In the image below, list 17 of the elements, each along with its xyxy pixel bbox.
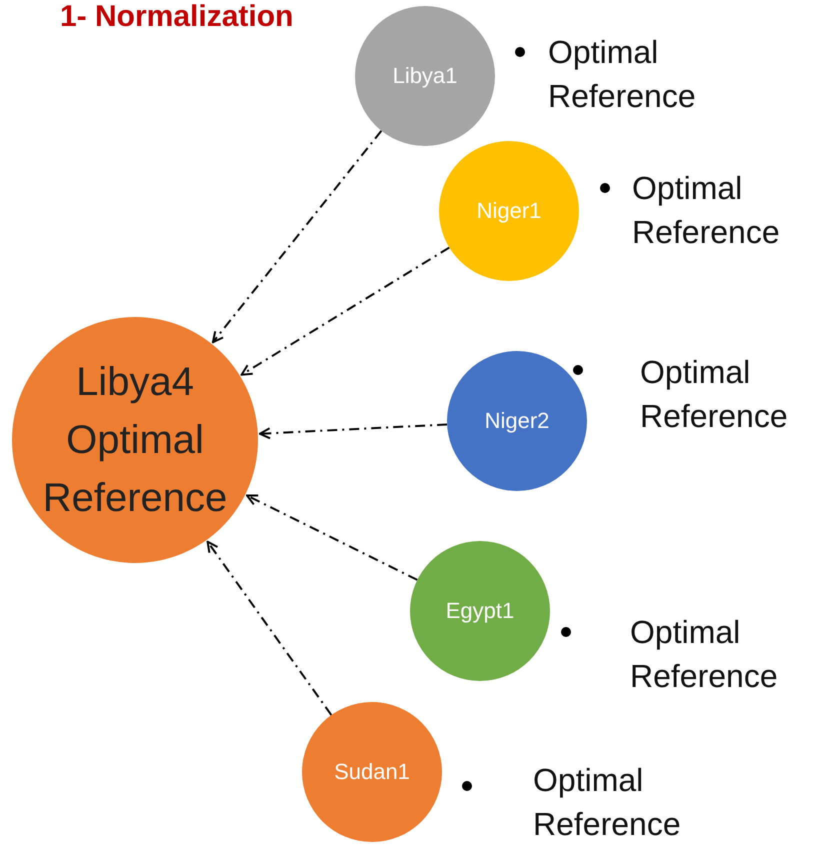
node-note: Optimal Reference — [632, 169, 781, 252]
node-label: Niger2 — [484, 407, 550, 436]
node-note: Optimal Reference — [630, 613, 779, 696]
diagram-title: 1- Normalization — [60, 0, 294, 34]
arrow — [212, 130, 382, 344]
arrow — [206, 540, 332, 716]
node-label: Egypt1 — [446, 597, 514, 626]
arrow — [240, 246, 450, 376]
node-label: Libya1 — [392, 62, 458, 90]
node-label: Sudan1 — [334, 758, 410, 786]
node-label: Niger1 — [476, 197, 542, 226]
arrow — [246, 494, 418, 581]
node-note: Optimal Reference — [640, 353, 789, 436]
node-note: Optimal Reference — [533, 761, 682, 844]
node-note: Optimal Reference — [548, 33, 697, 116]
node-label: Libya4 Optimal Reference — [42, 359, 228, 522]
arrow — [258, 423, 448, 440]
